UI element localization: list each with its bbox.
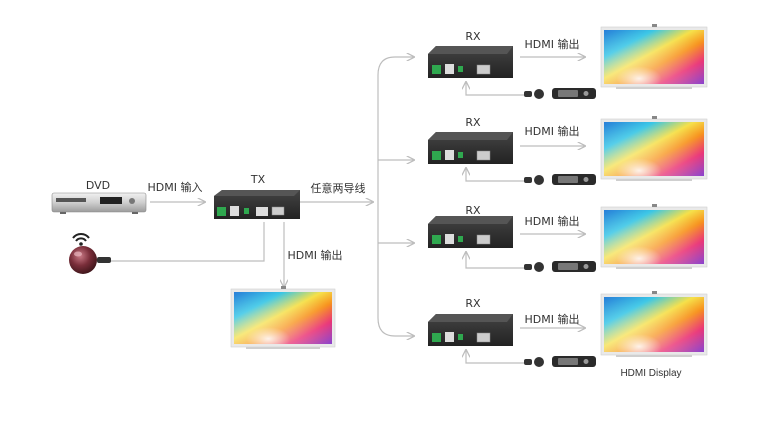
- rx-label: RX: [465, 204, 481, 217]
- ir-sensor: [524, 262, 544, 272]
- ir-return-line: [466, 252, 524, 269]
- ir-sensor: [524, 89, 544, 99]
- dvd-player: DVD: [51, 179, 147, 214]
- hdmi-display-caption: HDMI Display: [620, 368, 681, 379]
- rx-display: [600, 116, 708, 181]
- any-two-wire-label: 任意两导线: [311, 181, 366, 195]
- rx-label: RX: [465, 116, 481, 129]
- rx-hdmi-output-label: HDMI 输出: [525, 124, 580, 138]
- rx-display: [600, 204, 708, 269]
- remote-control-icon: [552, 356, 596, 367]
- remote-control-icon: [552, 174, 596, 185]
- ir-sensor: [524, 357, 544, 367]
- rx-row-1: RX HDMI 输出: [428, 24, 708, 99]
- rx-display: [600, 24, 708, 89]
- tx-label: TX: [250, 173, 266, 186]
- tx-hdmi-output-label: HDMI 输出: [288, 248, 343, 262]
- rx-unit: [428, 314, 513, 346]
- rx-label: RX: [465, 297, 481, 310]
- dvd-label: DVD: [86, 179, 110, 192]
- rx-hdmi-output-label: HDMI 输出: [525, 312, 580, 326]
- ir-return-line: [466, 82, 524, 96]
- ir-return-line: [466, 350, 524, 364]
- rx-unit: [428, 216, 513, 248]
- ir-receiver: [69, 233, 111, 274]
- remote-control-icon: [552, 88, 596, 99]
- rx-row-3: RX HDMI 输出: [428, 204, 708, 272]
- distribution-bus: [377, 56, 396, 337]
- tx-unit: TX: [214, 173, 300, 219]
- ir-sensor: [524, 175, 544, 185]
- rx-row-2: RX HDMI 输出: [428, 116, 708, 185]
- rx-label: RX: [465, 30, 481, 43]
- rx-display: [600, 291, 708, 357]
- ir-cable: [111, 222, 265, 262]
- rx-row-4: RX HDMI 输出 HDMI Display: [428, 291, 708, 379]
- local-tv: [230, 286, 336, 349]
- rx-unit: [428, 46, 513, 78]
- rx-unit: [428, 132, 513, 164]
- remote-control-icon: [552, 261, 596, 272]
- hdmi-input-label: HDMI 输入: [148, 180, 203, 194]
- ir-return-line: [466, 168, 524, 182]
- rx-hdmi-output-label: HDMI 输出: [525, 37, 580, 51]
- tx-terminal: [217, 207, 226, 216]
- signal-icon: [72, 233, 90, 246]
- rx-hdmi-output-label: HDMI 输出: [525, 214, 580, 228]
